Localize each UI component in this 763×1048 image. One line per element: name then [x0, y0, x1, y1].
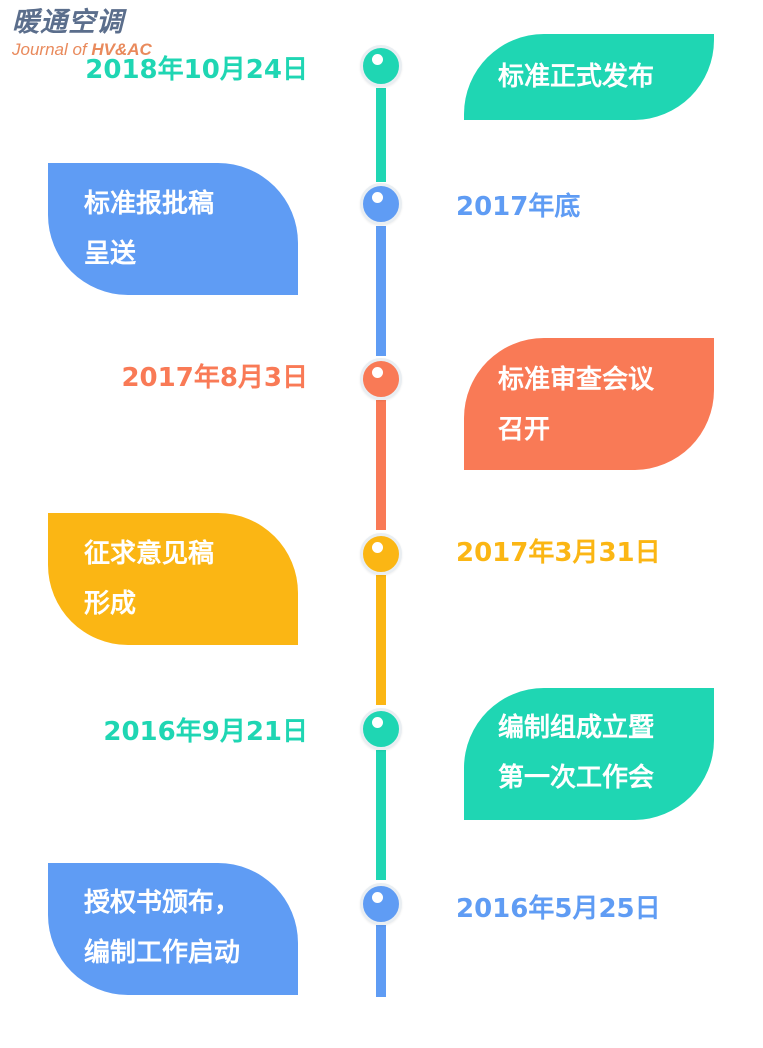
milestone-date: 2016年9月21日 — [103, 717, 308, 747]
node-highlight — [372, 192, 383, 203]
timeline-node — [360, 883, 402, 925]
timeline-connector — [376, 88, 386, 182]
logo-title-cn: 暖通空调 — [12, 7, 124, 38]
milestone-text-line: 形成 — [84, 589, 137, 619]
journal-logo: 暖通空调 Journal of HV&AC — [12, 8, 212, 64]
node-highlight — [372, 367, 383, 378]
timeline-node — [360, 183, 402, 225]
node-highlight — [372, 542, 383, 553]
milestone-date: 2018年10月24日 — [85, 55, 308, 85]
timeline-node — [360, 533, 402, 575]
milestone-text-line: 征求意见稿 — [84, 539, 215, 569]
timeline-node — [360, 358, 402, 400]
milestone-card: 授权书颁布， 编制工作启动 — [48, 863, 298, 995]
milestone-text-line: 呈送 — [84, 239, 137, 269]
milestone-date: 2017年8月3日 — [121, 363, 308, 393]
timeline-connector — [376, 750, 386, 880]
milestone-date: 2016年5月25日 — [456, 894, 661, 924]
milestone-text-line: 授权书颁布， — [84, 888, 241, 918]
timeline-connector — [376, 575, 386, 705]
logo-title-en-suffix: HV&AC — [91, 40, 152, 59]
node-highlight — [372, 54, 383, 65]
milestone-date: 2017年底 — [456, 192, 581, 222]
node-highlight — [372, 717, 383, 728]
node-highlight — [372, 892, 383, 903]
timeline-connector — [376, 925, 386, 997]
milestone-text-line: 编制工作启动 — [84, 938, 241, 968]
timeline-connector — [376, 226, 386, 356]
milestone-card: 标准正式发布 — [464, 34, 714, 120]
milestone-text-line: 编制组成立暨 — [498, 713, 655, 743]
logo-title-en: Journal of HV&AC — [12, 40, 152, 60]
milestone-text-line: 标准审查会议 — [498, 365, 655, 395]
timeline-connector — [376, 400, 386, 530]
milestone-card: 标准审查会议 召开 — [464, 338, 714, 470]
logo-title-en-prefix: Journal of — [12, 40, 92, 59]
milestone-text-line: 标准正式发布 — [498, 62, 655, 92]
milestone-card: 征求意见稿 形成 — [48, 513, 298, 645]
timeline-node — [360, 45, 402, 87]
milestone-text-line: 标准报批稿 — [84, 189, 215, 219]
milestone-text-line: 第一次工作会 — [498, 763, 655, 793]
milestone-date: 2017年3月31日 — [456, 538, 661, 568]
timeline-node — [360, 708, 402, 750]
milestone-text-line: 召开 — [498, 415, 551, 445]
milestone-card: 编制组成立暨 第一次工作会 — [464, 688, 714, 820]
milestone-card: 标准报批稿 呈送 — [48, 163, 298, 295]
